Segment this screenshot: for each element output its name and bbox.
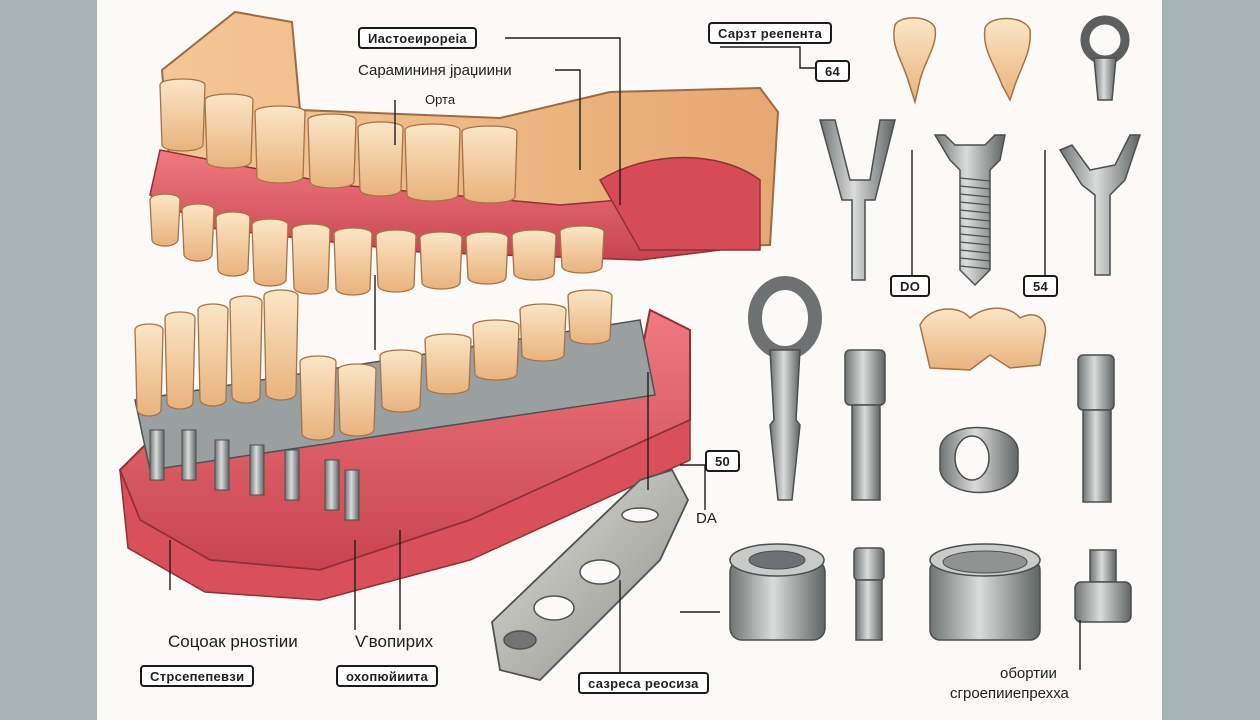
bar-attachment	[491, 468, 690, 681]
lower-tooth	[472, 319, 520, 381]
upper-tooth	[404, 123, 461, 202]
ring-abutment-top	[1080, 15, 1130, 101]
thread-line	[959, 249, 991, 254]
label-top-3: Орта	[425, 92, 456, 107]
cylinder-abutment-1	[844, 349, 886, 501]
label-bottom-mid-boxed: охопюйиита	[336, 665, 438, 687]
thread-line	[959, 185, 991, 190]
implant-post	[249, 444, 265, 496]
lower-tooth	[337, 363, 377, 437]
upper-tooth-front	[251, 218, 289, 287]
label-number-54: 54	[1023, 275, 1059, 297]
pin-abutment	[853, 547, 885, 641]
left-margin	[0, 0, 97, 720]
ring-collar	[939, 426, 1019, 494]
lower-tooth	[164, 311, 196, 410]
label-bottom-left: Соцоак рноѕтіии	[168, 632, 298, 651]
thread-line	[959, 217, 991, 222]
lower-implant-posts	[149, 429, 360, 521]
lower-tooth	[567, 289, 613, 345]
label-top-1: Иастоеирореіа	[358, 27, 477, 49]
label-bottom-center-boxed: сазреса реосиза	[578, 672, 709, 694]
upper-teeth	[159, 78, 518, 204]
right-margin	[1162, 0, 1260, 720]
implant-post	[214, 439, 230, 491]
upper-tooth	[357, 121, 404, 197]
crown-bridge	[919, 307, 1047, 371]
upper-tooth-front	[291, 223, 331, 295]
label-number-50: 50	[705, 450, 741, 472]
upper-tooth-front	[333, 227, 373, 296]
implant-post	[344, 469, 360, 521]
thread-line	[959, 265, 991, 270]
small-threaded-abutment	[1074, 549, 1132, 623]
thread-line	[959, 201, 991, 206]
upper-tooth	[254, 105, 306, 184]
lower-tooth	[424, 333, 472, 395]
upper-tooth-front	[215, 211, 251, 277]
lower-teeth	[134, 289, 613, 441]
label-top-right: Сарзт реепента	[708, 22, 833, 44]
lower-tooth	[134, 323, 164, 417]
upper-tooth-front	[149, 193, 181, 247]
metal-sleeve	[929, 543, 1041, 641]
upper-tooth	[461, 125, 518, 204]
implant-post	[149, 429, 165, 481]
upper-tooth-front	[511, 229, 557, 281]
label-da: DA	[696, 510, 717, 527]
thread-line	[959, 257, 991, 262]
lower-tooth	[299, 355, 337, 441]
implant-post	[284, 449, 300, 501]
thread-line	[959, 233, 991, 238]
label-bottom-right-1: обортии	[1000, 665, 1057, 682]
cylinder-abutment-2	[1077, 354, 1115, 503]
lower-tooth	[379, 349, 423, 413]
y-abutment-left	[819, 119, 896, 281]
single-tooth-2	[983, 17, 1031, 102]
lower-tooth	[263, 289, 299, 401]
label-number-do: DO	[890, 275, 931, 297]
label-bottom-left-boxed: Стрсепепевзи	[140, 665, 255, 687]
ring-screw	[748, 276, 822, 501]
thread-line	[959, 177, 991, 182]
y-abutment-right	[1058, 134, 1142, 276]
implant-post	[324, 459, 340, 511]
label-bottom-mid: Ѵвопирих	[355, 632, 434, 651]
label-bottom-right-2: сгроепииепрехха	[950, 685, 1069, 702]
upper-tooth-front	[559, 225, 605, 274]
lower-tooth	[229, 295, 263, 404]
upper-tooth-front	[419, 231, 463, 290]
label-number-64: 64	[815, 60, 851, 82]
thread-line	[959, 225, 991, 230]
label-top-2: Сарамининя јраџиини	[358, 62, 512, 79]
upper-tooth-front	[465, 231, 509, 285]
thread-line	[959, 209, 991, 214]
upper-tooth	[307, 113, 357, 189]
lower-tooth	[519, 303, 567, 362]
thread-line	[959, 241, 991, 246]
implant-post	[181, 429, 197, 481]
upper-teeth-lower-row	[149, 193, 605, 296]
upper-tooth-front	[181, 203, 215, 262]
upper-tooth	[204, 93, 254, 169]
upper-tooth	[159, 78, 206, 152]
lower-tooth	[197, 303, 229, 407]
upper-tooth-front	[375, 229, 417, 293]
single-tooth-1	[893, 17, 937, 105]
thread-line	[959, 193, 991, 198]
threaded-cap	[729, 543, 826, 641]
screw-implant	[933, 134, 1006, 287]
